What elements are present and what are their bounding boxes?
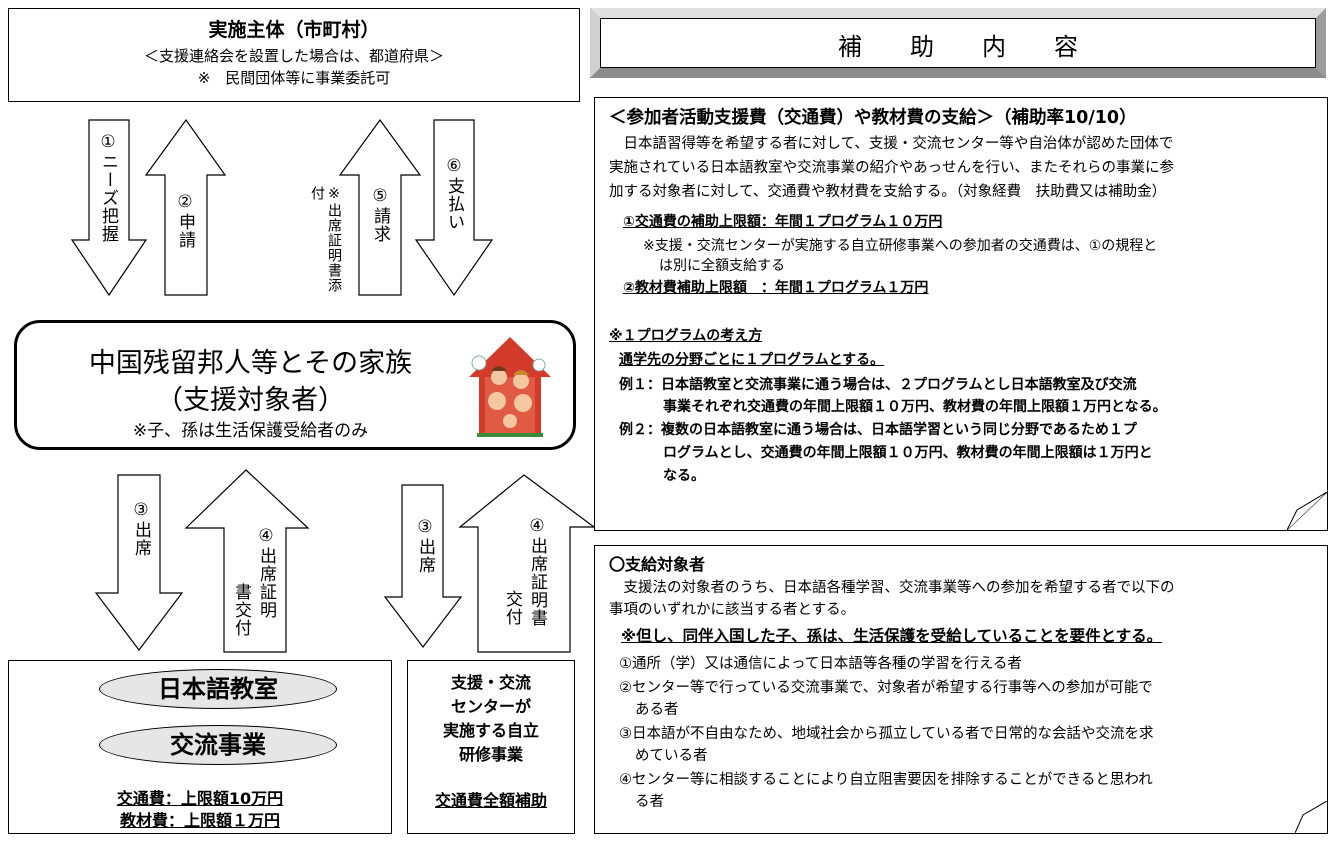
oval-exchange-program: 交流事業: [99, 725, 337, 765]
eligible-note: ※但し、同伴入国した子、孫は、生活保護を受給していることを要件とする。: [621, 627, 1163, 645]
arrow-label-certificate-right: ④出席証明書: [527, 516, 547, 627]
eligible-item-2a: ②センター等で行っている交流事業で、対象者が希望する行事等への参加が可能で: [619, 680, 1153, 696]
self-training-box: 支援・交流 センターが 実施する自立 研修事業 交通費全額補助: [407, 660, 575, 834]
page-curl-corner-1: [1287, 492, 1327, 530]
target-persons-line3: ※子、孫は生活保護受給者のみ: [132, 421, 369, 441]
self-training-l3: 実施する自立: [442, 721, 539, 740]
transport-limit-detail: ①交通費の補助上限額：年間１プログラム１０万円: [623, 214, 943, 230]
eligible-item-3b: めている者: [635, 748, 708, 764]
support-cost-heading: ＜参加者活動支援費（交通費）や教材費の支給＞（補助率10/10）: [609, 108, 1137, 128]
arrow-up-application: [144, 118, 227, 296]
arrow-up-claim: [338, 118, 422, 296]
self-training-l2: センターが: [450, 697, 531, 716]
program-heading: ※１プログラムの考え方: [609, 328, 763, 344]
implementing-body-line2: ※ 民間団体等に事業委託可: [197, 69, 391, 87]
eligible-item-1: ①通所（学）又は通信によって日本語等各種の学習を行える者: [619, 656, 1022, 672]
material-limit: 教材費：上限額１万円: [119, 811, 280, 830]
eligible-item-3a: ③日本語が不自由なため、地域社会から孤立している者で日常的な会話や交流を求: [619, 726, 1154, 742]
arrow-label-application: ②申請: [175, 192, 195, 249]
eligible-heading: 〇支給対象者: [609, 555, 706, 574]
arrow-label-certificate-left: ④出席証明: [256, 526, 276, 619]
support-cost-p2: 実施されている日本語教室や交流事業の紹介やあっせんを行い、またそれらの事業に参: [609, 160, 1175, 176]
page-curl-corner-2: [1295, 801, 1327, 833]
arrow-down-payment: [414, 119, 494, 297]
support-cost-box: ＜参加者活動支援費（交通費）や教材費の支給＞（補助率10/10） 日本語習得等を…: [594, 97, 1328, 531]
subsidy-content-title: 補 助 内 容: [838, 33, 1078, 61]
arrow-label-certificate-left-sub: 書交付: [231, 583, 251, 637]
support-cost-p3: 加する対象者に対して、交通費や教材費を支給する。（対象経費 扶助費又は補助金）: [609, 184, 1167, 200]
subsidy-content-header: 補 助 内 容: [590, 8, 1326, 78]
target-persons-box: 中国残留邦人等とその家族 （支援対象者） ※子、孫は生活保護受給者のみ: [14, 320, 576, 450]
arrow-label-claim: ⑤請求: [370, 186, 390, 243]
implementing-body-title: 実施主体（市町村）: [208, 19, 380, 41]
self-training-l4: 研修事業: [458, 745, 523, 764]
target-persons-line2: （支援対象者）: [156, 385, 346, 416]
example-2a: 例２：複数の日本語教室に通う場合は、日本語学習という同じ分野であるため１プ: [619, 422, 1137, 438]
arrow-label-attend-left: ③出席: [131, 500, 151, 557]
arrow-up-certificate-left: [184, 469, 310, 653]
family-house-illustration: [469, 337, 551, 437]
eligible-item-4a: ④センター等に相談することにより自立阻害要因を排除することができると思われ: [619, 772, 1153, 788]
oval-japanese-class: 日本語教室: [99, 669, 337, 709]
eligible-item-2b: ある者: [635, 702, 679, 718]
arrow-label-needs: ①ニーズ把握: [98, 132, 118, 243]
example-1b: 事業それぞれ交通費の年間上限額１０万円、教材費の年間上限額１万円となる。: [663, 399, 1167, 415]
header-bevel-frame: [590, 8, 1326, 78]
eligible-p2: 事項のいずれかに該当する者とする。: [609, 602, 856, 618]
arrow-down-needs: [70, 119, 148, 297]
arrow-up-certificate-right: [458, 474, 596, 653]
program-definition: 通学先の分野ごとに１プログラムとする。: [619, 352, 885, 368]
target-persons-line1: 中国残留邦人等とその家族: [88, 348, 413, 379]
arrow-label-attend-right: ③出席: [415, 517, 435, 574]
arrow-label-payment: ⑥支払い: [444, 156, 464, 231]
arrow-down-attend-right: [383, 484, 463, 648]
transport-note-1: ※支援・交流センターが実施する自立研修事業への参加者の交通費は、①の規程と: [643, 238, 1158, 254]
eligible-item-4b: る者: [635, 794, 664, 810]
example-2c: なる。: [663, 468, 705, 484]
implementing-body-line1: ＜支援連絡会を設置した場合は、都道府県＞: [143, 47, 444, 65]
support-cost-p1: 日本語習得等を希望する者に対して、支援・交流センター等や自治体が認めた団体で: [609, 136, 1174, 152]
eligible-p1: 支援法の対象者のうち、日本語各種学習、交流事業等への参加を希望する者で以下の: [609, 580, 1175, 596]
transport-note-2: は別に全額支給する: [659, 258, 785, 274]
eligible-persons-box: 〇支給対象者 支援法の対象者のうち、日本語各種学習、交流事業等への参加を希望する…: [594, 545, 1328, 834]
arrow-label-certificate-right-sub: 交付: [502, 590, 522, 626]
material-limit-detail: ②教材費補助上限額 ：年間１プログラム１万円: [623, 280, 929, 296]
example-1a: 例１：日本語教室と交流事業に通う場合は、２プログラムとし日本語教室及び交流: [619, 377, 1137, 393]
example-2b: ログラムとし、交通費の年間上限額１０万円、教材費の年間上限額は１万円と: [663, 445, 1153, 461]
self-training-l5: 交通費全額補助: [434, 791, 547, 810]
transport-limit: 交通費：上限額10万円: [116, 789, 284, 808]
arrow-down-attend-left: [94, 474, 184, 651]
attendance-certificate-note: ※出席証明書添付: [309, 186, 342, 293]
implementing-body-box: 実施主体（市町村） ＜支援連絡会を設置した場合は、都道府県＞ ※ 民間団体等に事…: [8, 8, 580, 102]
japanese-class-box: 日本語教室 交流事業 交通費：上限額10万円 教材費：上限額１万円: [8, 660, 392, 834]
self-training-l1: 支援・交流: [450, 673, 531, 692]
